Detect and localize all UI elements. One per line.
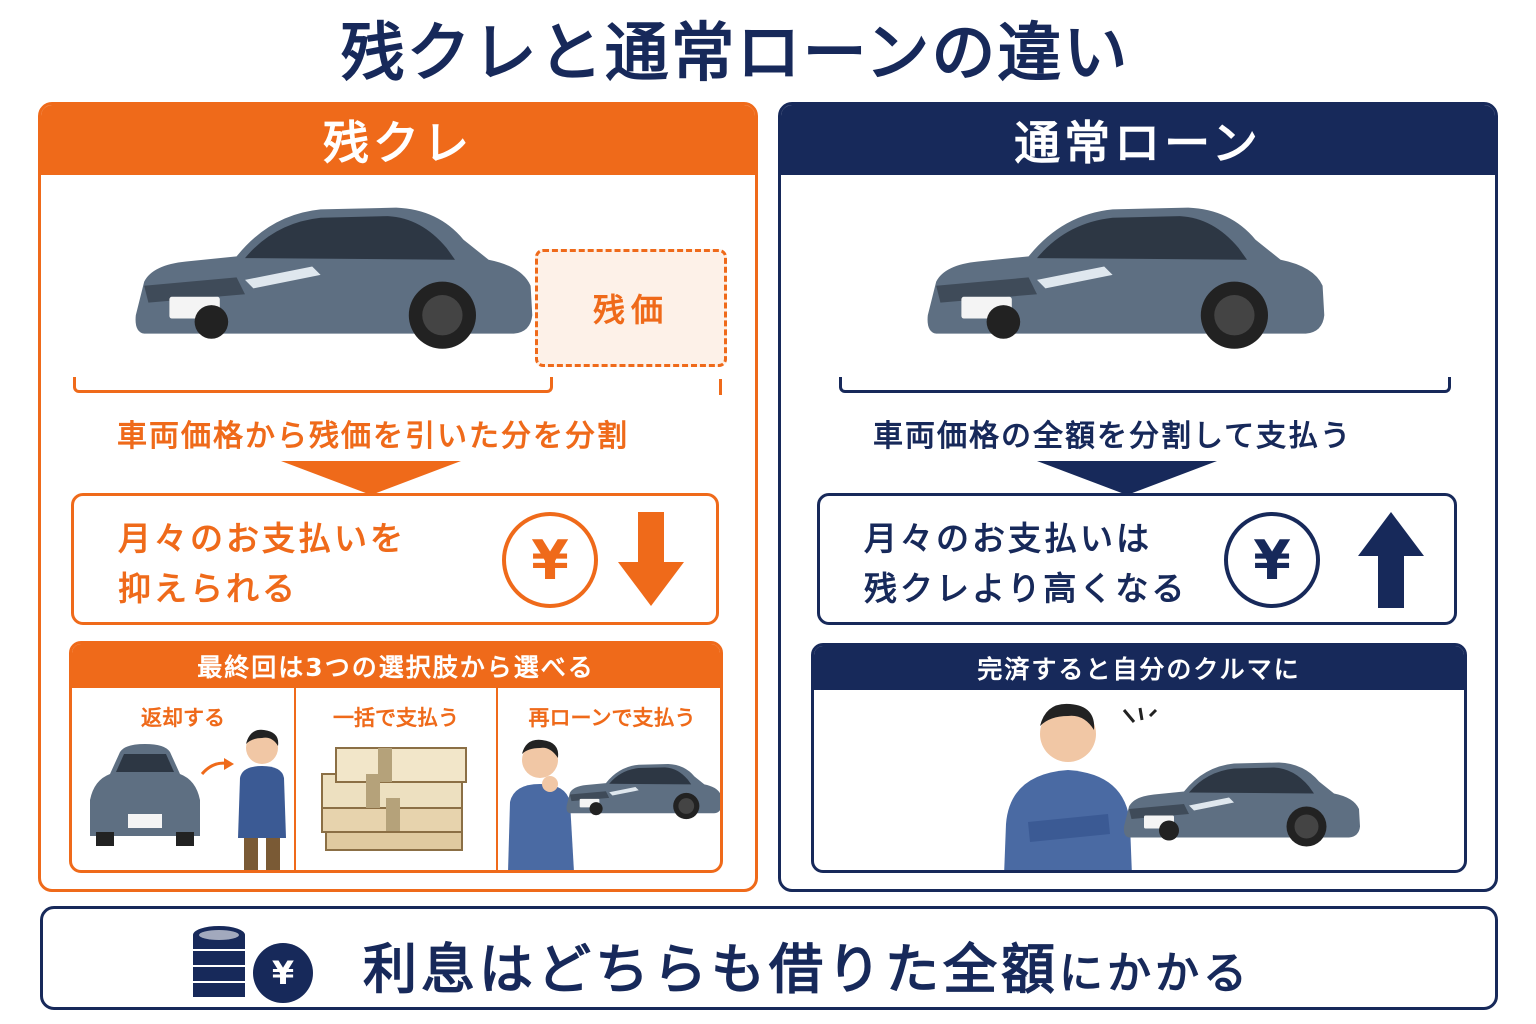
car-front-icon xyxy=(90,744,200,846)
price-bracket xyxy=(73,377,553,393)
person-icon xyxy=(238,729,286,870)
residual-value-box xyxy=(535,249,727,367)
car-image xyxy=(1123,762,1360,847)
return-arrow-icon xyxy=(200,758,234,776)
residual-bracket-end xyxy=(719,379,722,395)
arrow-up-icon xyxy=(1358,512,1424,608)
ownership-header: 完済すると自分のクルマに xyxy=(814,646,1464,690)
arrow-down-icon xyxy=(618,512,684,606)
option-reloan: 再ローンで支払う xyxy=(498,688,720,870)
monthly-text-line2: 抑えられる xyxy=(118,569,298,608)
zancre-description: 車両価格から残価を引いた分を分割 xyxy=(117,419,629,454)
option-lump-sum: 一括で支払う xyxy=(296,688,496,870)
monthly-payment-box: 月々のお支払いを 抑えられる ¥ xyxy=(71,493,719,625)
yen-icon: ¥ xyxy=(502,512,598,608)
interest-note-tail: にかかる xyxy=(1059,948,1251,999)
down-triangle xyxy=(1037,461,1217,495)
car-image xyxy=(927,207,1325,349)
car-image xyxy=(135,207,533,349)
normal-loan-header: 通常ローン xyxy=(781,105,1495,175)
ownership-box: 完済すると自分のクルマに xyxy=(811,643,1467,873)
normal-loan-panel: 通常ローン 車両価格の全額を分割して支払う 月々のお支払いは 残クレより高くなる… xyxy=(778,102,1498,892)
cash-stack-icon xyxy=(321,747,467,851)
interest-note-main: 利息はどちらも借りた全額 xyxy=(363,938,1059,1001)
monthly-text-line1: 月々のお支払いは xyxy=(864,519,1152,558)
monthly-text-line2: 残クレより高くなる xyxy=(864,569,1188,608)
option-divider xyxy=(496,688,498,870)
thinking-person-icon xyxy=(508,739,574,870)
yen-coin-icon: ¥ xyxy=(253,943,313,1003)
option-label: 返却する xyxy=(141,706,225,730)
option-label: 再ローンで支払う xyxy=(528,706,696,730)
option-return: 返却する xyxy=(72,688,294,870)
final-options-box: 最終回は3つの選択肢から選べる 返却する 一括で支払う xyxy=(69,641,723,873)
car-image xyxy=(566,764,720,820)
option-label: 一括で支払う xyxy=(333,706,459,730)
normal-loan-description: 車両価格の全額を分割して支払う xyxy=(873,419,1353,454)
monthly-text-line1: 月々のお支払いを xyxy=(118,519,406,558)
page-title: 残クレと通常ローンの違い xyxy=(340,17,1130,91)
yen-icon: ¥ xyxy=(1224,512,1320,608)
interest-note-text: 利息はどちらも借りた全額にかかる xyxy=(363,925,1251,1004)
price-bracket xyxy=(839,377,1451,393)
interest-note-box: ¥ 利息はどちらも借りた全額にかかる xyxy=(40,906,1498,1010)
down-triangle xyxy=(281,461,461,495)
option-divider xyxy=(294,688,296,870)
monthly-payment-box: 月々のお支払いは 残クレより高くなる ¥ xyxy=(817,493,1457,625)
sparkle-icon xyxy=(1122,707,1158,723)
coin-stack-icon xyxy=(193,926,245,997)
owner-person-icon xyxy=(1004,703,1132,870)
residual-value-label: 残価 xyxy=(592,291,669,329)
final-options-header: 最終回は3つの選択肢から選べる xyxy=(72,644,720,688)
zancre-header: 残クレ xyxy=(41,105,755,175)
zancre-panel: 残クレ 残価 車両価格から残価を引いた分を分割 月々のお支払いを 抑えられる ¥… xyxy=(38,102,758,892)
